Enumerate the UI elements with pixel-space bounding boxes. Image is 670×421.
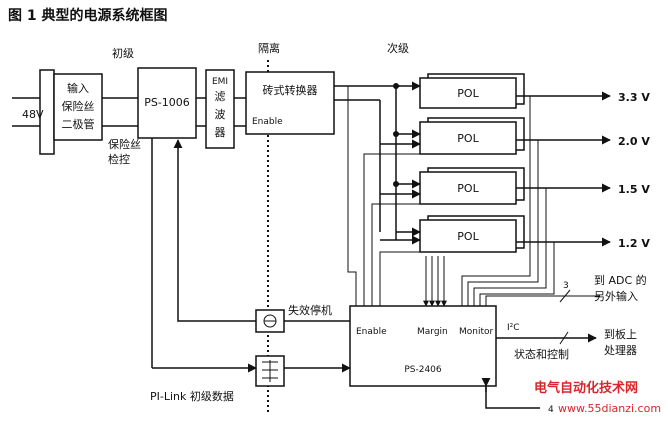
emi-text-1: EMI xyxy=(212,77,228,87)
output-2v0: 2.0 V xyxy=(618,135,650,148)
ps2406-block xyxy=(349,305,497,387)
pol-1: POL xyxy=(419,73,525,109)
fuse-check-label-1: 保险丝 xyxy=(108,137,141,151)
monitor-lines xyxy=(461,96,555,306)
to-board-label-2: 处理器 xyxy=(604,344,637,357)
status-control-label: 状态和控制 xyxy=(514,347,569,361)
input-fuse-text-3: 二极管 xyxy=(62,117,95,131)
stage-label-primary: 初级 xyxy=(112,46,134,60)
stage-label-isolation: 隔离 xyxy=(258,41,280,55)
input-fuse-text-2: 保险丝 xyxy=(62,99,95,113)
emi-text-4: 器 xyxy=(215,126,226,139)
input-fuse-text-1: 输入 xyxy=(67,81,89,95)
margin-lines xyxy=(423,256,447,307)
emi-text-2: 滤 xyxy=(215,90,226,103)
emi-text-3: 波 xyxy=(215,108,226,121)
pol-2: POL xyxy=(419,117,525,155)
stage-label-secondary: 次级 xyxy=(387,41,409,55)
fault-stop-label: 失效停机 xyxy=(288,303,332,317)
fuse-check-label-2: 检控 xyxy=(108,152,130,166)
adc-label-2: 另外输入 xyxy=(594,289,638,303)
to-board-label-1: 到板上 xyxy=(604,327,637,341)
ps2406-pin-monitor: Monitor xyxy=(459,327,494,337)
ps2406-label: PS-2406 xyxy=(404,365,442,375)
brick-converter-block xyxy=(245,71,335,135)
ps2406-pin-margin: Margin xyxy=(417,327,448,337)
i2c-label: I²C xyxy=(507,323,520,333)
pol-4-label: POL xyxy=(457,230,479,243)
enable-lines xyxy=(334,85,420,306)
ps2406-pin-enable: Enable xyxy=(356,327,387,337)
brick-enable-label: Enable xyxy=(252,117,283,127)
pol-1-label: POL xyxy=(457,87,479,100)
pol-4: POL xyxy=(419,215,525,253)
watermark-url: www.55dianzi.com xyxy=(558,402,661,415)
pol-2-label: POL xyxy=(457,132,479,145)
pol-3-label: POL xyxy=(457,182,479,195)
ps1006-block xyxy=(137,67,197,139)
pi-link-label: PI-Link 初级数据 xyxy=(150,389,234,403)
emi-filter-block xyxy=(205,69,235,149)
ps1006-label: PS-1006 xyxy=(144,96,190,109)
output-1v5: 1.5 V xyxy=(618,183,650,196)
bus-count: 4 xyxy=(548,405,554,415)
watermark-name: 电气自动化技术网 xyxy=(534,380,638,396)
figure-title: 图 1 典型的电源系统框图 xyxy=(8,7,168,24)
pol-3: POL xyxy=(419,167,525,205)
brick-converter-label: 砖式转换器 xyxy=(263,83,318,97)
input-voltage-label: 48V xyxy=(22,108,44,121)
adc-label-1: 到 ADC 的 xyxy=(594,273,647,287)
output-3v3: 3.3 V xyxy=(618,91,650,104)
output-1v2: 1.2 V xyxy=(618,237,650,250)
input-fuse-block xyxy=(53,73,103,141)
adc-count: 3 xyxy=(563,281,569,291)
